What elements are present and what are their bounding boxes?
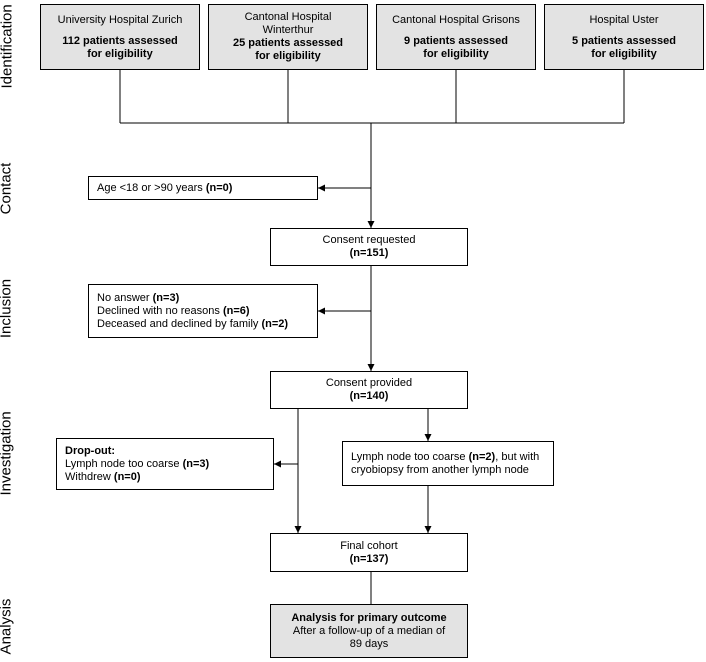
consent-provided-n: (n=140) — [349, 390, 389, 402]
exclusion-age-box: Age <18 or >90 years (n=0) — [88, 176, 318, 200]
cryobiopsy-line2: cryobiopsy from another lymph node — [351, 463, 529, 476]
site-box-winterthur: Cantonal Hospital Winterthur 25 patients… — [208, 4, 368, 70]
site-box-zurich: University Hospital Zurich 112 patients … — [40, 4, 200, 70]
stage-inclusion: Inclusion — [0, 278, 15, 339]
site-suffix: for eligibility — [591, 47, 657, 60]
analysis-line1: After a follow-up of a median of — [292, 624, 446, 637]
cryobiopsy-n: (n=2) — [468, 450, 496, 463]
exclusion-age-text: Age <18 or >90 years — [97, 181, 206, 194]
cryobiopsy-box: Lymph node too coarse (n=2), but with cr… — [342, 441, 554, 486]
site-count: 5 patients assessed — [572, 34, 676, 47]
site-name: Cantonal Hospital Winterthur — [244, 11, 332, 36]
final-cohort-label: Final cohort — [340, 539, 398, 552]
cryobiopsy-post: , but with — [495, 450, 540, 463]
analysis-box: Analysis for primary outcome After a fol… — [270, 604, 468, 658]
exclusion-item: No answer (n=3) — [97, 291, 180, 304]
final-cohort-box: Final cohort (n=137) — [270, 533, 468, 572]
exclusion-item: Declined with no reasons (n=6) — [97, 304, 250, 317]
site-suffix: for eligibility — [423, 47, 489, 60]
stage-contact: Contact — [0, 162, 15, 215]
cryobiopsy-pre: Lymph node too coarse — [351, 450, 469, 463]
dropout-title: Drop-out: — [65, 444, 116, 457]
site-suffix: for eligibility — [255, 50, 321, 62]
consent-provided-box: Consent provided (n=140) — [270, 371, 468, 409]
site-box-uster: Hospital Uster 5 patients assessed for e… — [544, 4, 704, 70]
site-count: 25 patients assessed — [232, 37, 344, 49]
dropout-box: Drop-out: Lymph node too coarse (n=3) Wi… — [56, 438, 274, 490]
site-count: 112 patients assessed — [62, 34, 178, 47]
exclusion-consent-box: No answer (n=3) Declined with no reasons… — [88, 284, 318, 338]
exclusion-age-n: (n=0) — [205, 181, 233, 194]
stage-investigation: Investigation — [0, 411, 15, 496]
site-count: 9 patients assessed — [404, 34, 508, 47]
analysis-title: Analysis for primary outcome — [291, 611, 447, 624]
analysis-line2: 89 days — [349, 637, 389, 650]
consent-requested-label: Consent requested — [322, 234, 416, 246]
site-name: Hospital Uster — [589, 13, 659, 26]
consent-requested-n: (n=151) — [349, 247, 389, 259]
consent-provided-label: Consent provided — [325, 377, 413, 389]
dropout-item: Lymph node too coarse (n=3) — [65, 457, 210, 470]
dropout-item: Withdrew (n=0) — [65, 470, 141, 483]
site-name: University Hospital Zurich — [57, 13, 183, 26]
site-box-grisons: Cantonal Hospital Grisons 9 patients ass… — [376, 4, 536, 70]
stage-analysis: Analysis — [0, 598, 15, 655]
final-cohort-n: (n=137) — [349, 552, 389, 565]
site-name: Cantonal Hospital Grisons — [392, 13, 520, 26]
consent-requested-box: Consent requested (n=151) — [270, 228, 468, 266]
stage-identification: Identification — [0, 4, 16, 89]
site-suffix: for eligibility — [87, 47, 153, 60]
exclusion-item: Deceased and declined by family (n=2) — [97, 317, 289, 330]
